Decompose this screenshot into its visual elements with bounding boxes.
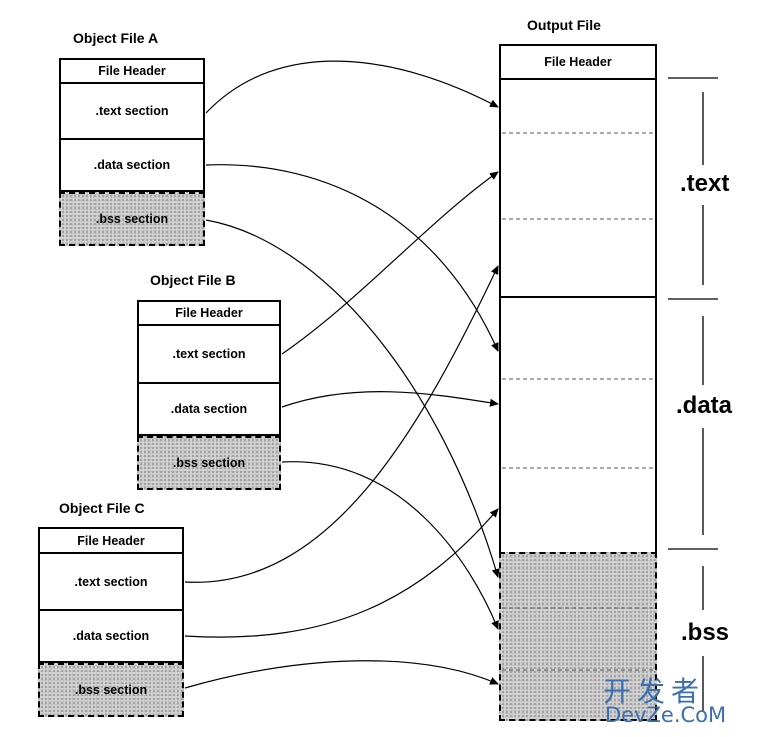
watermark-cn: 开发者 bbox=[603, 675, 706, 708]
object-file-a-bss-section: .bss section bbox=[59, 192, 205, 246]
arrow-a-data-to-output bbox=[205, 164, 499, 352]
output-bss-section bbox=[499, 552, 657, 721]
object-file-b-title: Object File B bbox=[150, 272, 236, 288]
object-file-b: File Header .text section .data section … bbox=[137, 300, 281, 490]
object-file-b-text-section: .text section bbox=[137, 324, 281, 384]
arrow-b-text-to-output bbox=[281, 171, 499, 355]
object-file-b-data-section: .data section bbox=[137, 382, 281, 436]
arrow-c-data-to-output bbox=[184, 508, 499, 638]
output-text-label: .text bbox=[680, 170, 730, 197]
output-text-section bbox=[499, 78, 657, 298]
object-file-c-header: File Header bbox=[38, 527, 184, 554]
object-file-a-data-section: .data section bbox=[59, 138, 205, 192]
object-file-b-header: File Header bbox=[137, 300, 281, 326]
object-file-c-data-section: .data section bbox=[38, 609, 184, 663]
arrow-a-text-to-output bbox=[205, 60, 499, 114]
watermark-en: DevZe.CoM bbox=[605, 703, 727, 727]
output-data-label: .data bbox=[676, 392, 733, 419]
object-file-c-title: Object File C bbox=[59, 500, 145, 516]
arrow-b-bss-to-output bbox=[281, 461, 499, 630]
output-file: File Header bbox=[499, 44, 657, 721]
object-file-a: File Header .text section .data section … bbox=[59, 58, 205, 246]
arrow-a-bss-to-output bbox=[205, 219, 500, 578]
arrow-b-data-to-output bbox=[281, 391, 499, 408]
arrow-c-text-to-output bbox=[184, 265, 499, 583]
object-file-a-title: Object File A bbox=[73, 30, 159, 46]
output-file-title: Output File bbox=[527, 17, 601, 33]
arrow-c-bss-to-output bbox=[184, 660, 499, 689]
output-file-header: File Header bbox=[499, 44, 657, 80]
output-data-section bbox=[499, 296, 657, 554]
object-file-c: File Header .text section .data section … bbox=[38, 527, 184, 717]
object-file-c-bss-section: .bss section bbox=[38, 663, 184, 717]
object-file-a-text-section: .text section bbox=[59, 82, 205, 140]
output-bss-label: .bss bbox=[681, 619, 730, 646]
object-file-b-bss-section: .bss section bbox=[137, 436, 281, 490]
